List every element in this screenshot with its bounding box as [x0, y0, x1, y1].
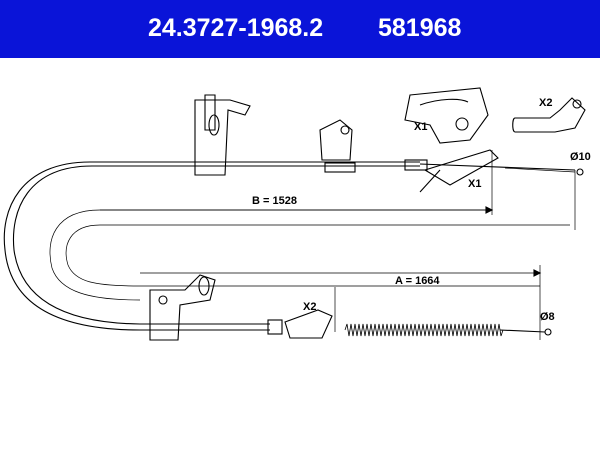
callout-x2-label: X2 — [303, 301, 316, 313]
cable-outer-loop — [3, 161, 420, 331]
upper-bracket — [194, 99, 251, 176]
lower-cable-wire — [499, 329, 546, 333]
x2-detail-fitting — [512, 97, 586, 133]
cable-outer-loop-inner — [12, 165, 420, 325]
spring-coil — [344, 323, 504, 337]
part-number: 24.3727-1968.2 — [148, 14, 324, 42]
cable-inner-loop-2 — [49, 209, 490, 301]
upper-cable-wire — [419, 163, 576, 171]
x1-end-piece — [423, 149, 499, 186]
diameter-lower-label: Ø8 — [540, 311, 555, 323]
detail-x2-inset-label: X2 — [539, 97, 552, 109]
cable-diagram: B = 1528 A = 1664 X1 X2 X1 X2 Ø10 Ø8 — [3, 87, 591, 341]
diameter-upper-label: Ø10 — [570, 151, 591, 163]
lower-sleeve — [267, 319, 283, 335]
dimension-b-label: B = 1528 — [252, 195, 297, 207]
upper-sleeve — [404, 159, 428, 171]
header-bar — [0, 0, 600, 58]
lower-end-fitting — [544, 328, 552, 336]
cable-inner-loop — [65, 224, 570, 287]
upper-end-fitting — [576, 168, 584, 176]
dimension-a-label: A = 1664 — [395, 275, 440, 287]
upper-clip — [319, 119, 353, 161]
x1-detail-plate — [404, 87, 489, 144]
callout-x1-label: X1 — [468, 178, 481, 190]
detail-x1-inset-label: X1 — [414, 121, 427, 133]
reference-number: 581968 — [378, 14, 462, 42]
lower-bracket — [149, 274, 216, 341]
x2-end-piece — [284, 309, 333, 339]
header-text: 24.3727-1968.2 581968 — [0, 0, 600, 58]
